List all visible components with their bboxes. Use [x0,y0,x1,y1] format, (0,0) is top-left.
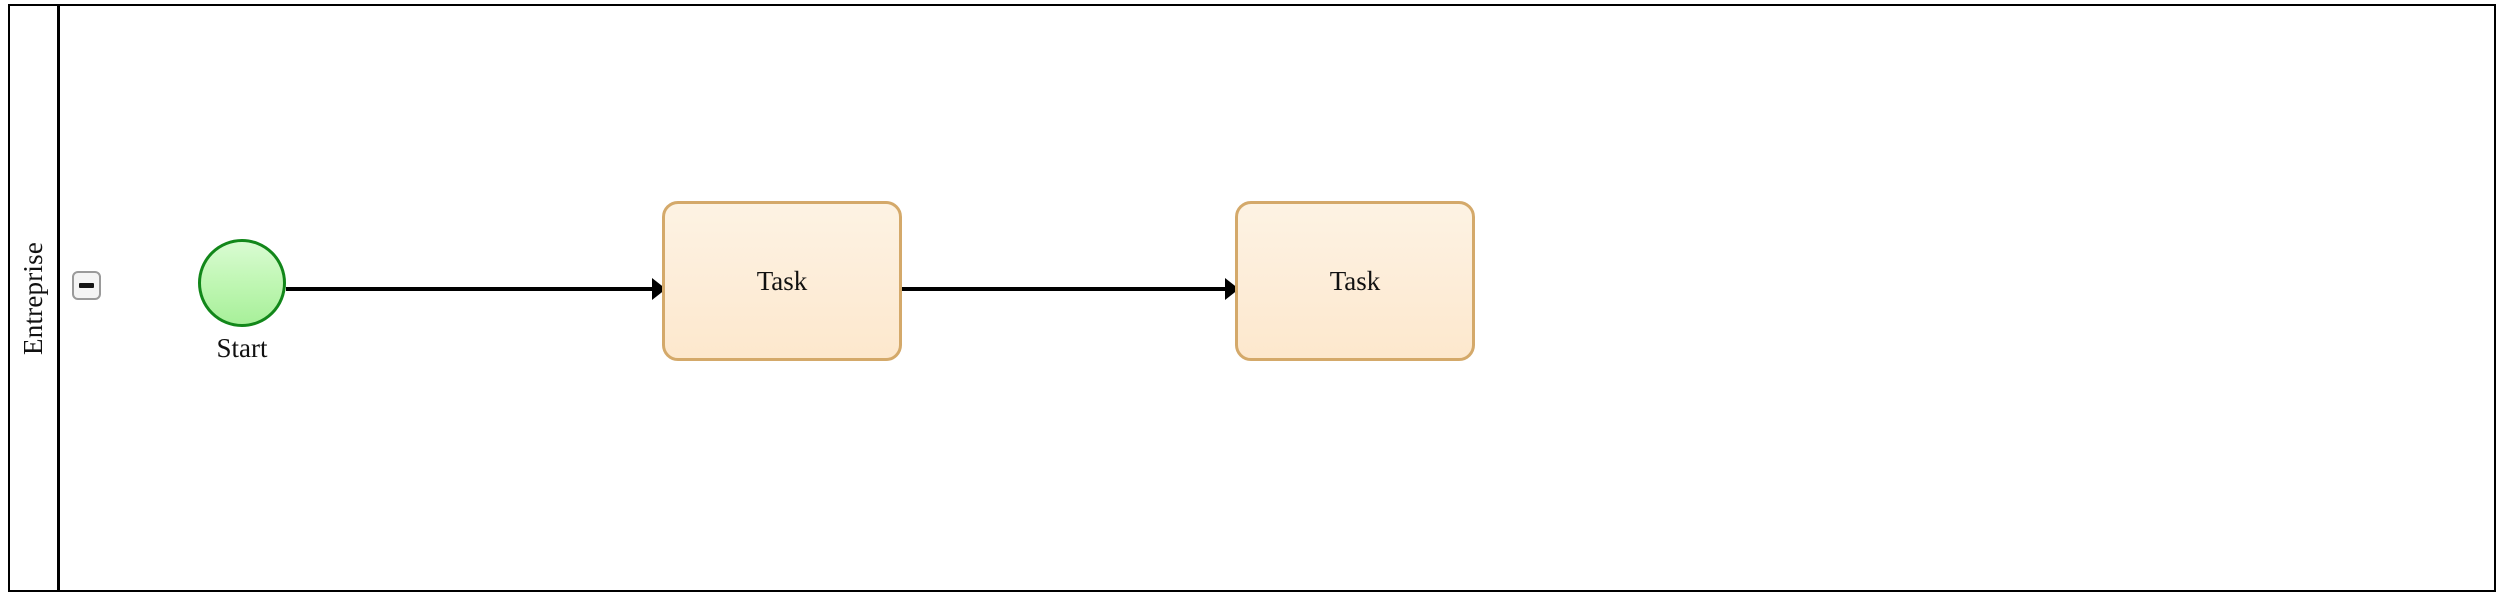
minus-icon [79,283,94,288]
start-event-group[interactable]: Start [198,239,286,363]
task-label: Task [756,265,808,296]
bpmn-pool[interactable]: Entreprise Start Task [8,4,2496,592]
lane-body: Start Task Task [60,6,2494,590]
lane-header[interactable]: Entreprise [10,6,60,590]
lane-header-label: Entreprise [18,241,48,355]
sequence-flow-task-1-to-task-2[interactable] [902,274,1239,304]
task-label: Task [1329,265,1381,296]
lane-collapse-toggle-button[interactable] [72,271,101,300]
task-node[interactable]: Task [1235,201,1475,361]
task-node[interactable]: Task [662,201,902,361]
start-event-circle[interactable] [198,239,286,327]
start-event-label: Start [216,333,268,363]
sequence-flow-start-to-task-1[interactable] [286,274,666,304]
